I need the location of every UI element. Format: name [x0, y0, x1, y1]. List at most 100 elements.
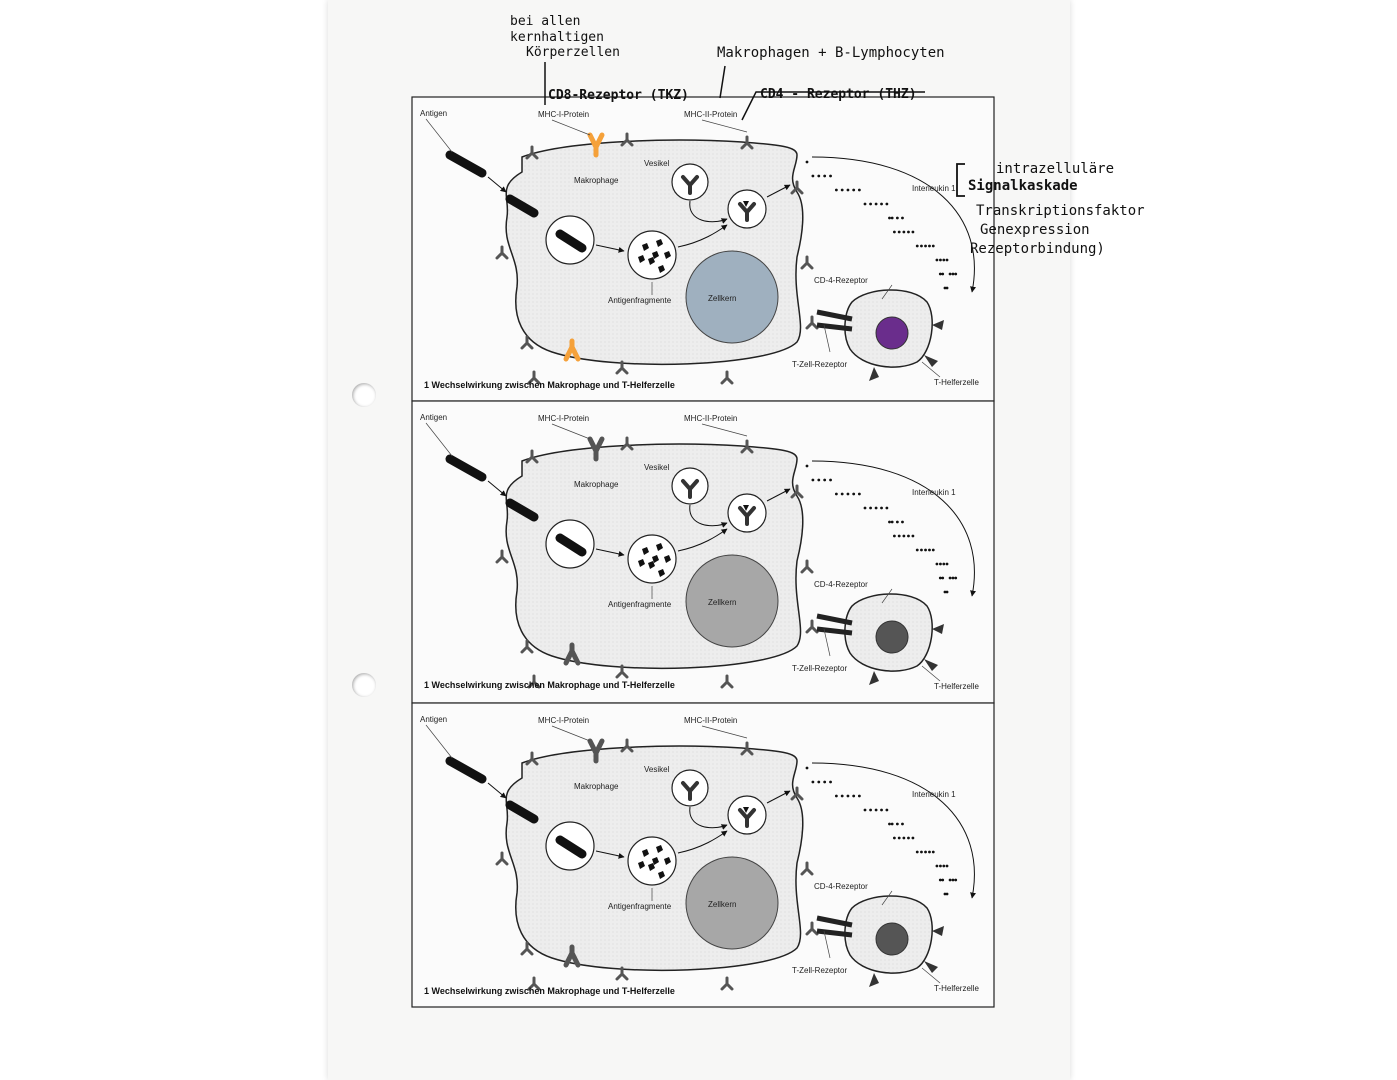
antigen-fragment [656, 543, 663, 551]
interleukin-dot [852, 794, 856, 798]
note-intrazellulaere: intrazelluläre [996, 161, 1114, 177]
label-leaders [425, 422, 941, 682]
mhc1-marker-bottom [563, 944, 581, 968]
antigen-fragment [664, 251, 671, 259]
interleukin-dot [895, 822, 899, 826]
interleukin-dot [817, 780, 821, 784]
note-transkriptionsfaktor: Transkriptionsfaktor [976, 203, 1145, 219]
antigen-rod [445, 150, 487, 178]
interleukin-dot [811, 174, 815, 178]
label-leaders [425, 724, 941, 984]
interleukin-dot [941, 576, 945, 580]
interleukin-dot [942, 864, 946, 868]
label-thelper: T-Helferzelle [934, 682, 979, 691]
interleukin-dot [823, 780, 827, 784]
interleukin-dot [874, 808, 878, 812]
interleukin-dot [938, 878, 942, 882]
interleukin-dot [915, 244, 919, 248]
label-cd4: CD-4-Rezeptor [814, 276, 868, 285]
interleukin-dot [902, 230, 906, 234]
antigen-fragment [642, 547, 649, 555]
receptor-binding [816, 309, 853, 332]
panel-caption: 1 Wechselwirkung zwischen Makrophage und… [424, 380, 675, 390]
interleukin-dot [888, 822, 891, 826]
interleukin-dot [897, 534, 901, 538]
label-nucleus: Zellkern [708, 900, 736, 909]
label-tcell-receptor: T-Zell-Rezeptor [792, 966, 847, 975]
antigen-fragment [638, 255, 645, 263]
antigen-fragment [658, 569, 665, 577]
label-fragments: Antigenfragmente [608, 902, 672, 911]
interleukin-dot [911, 836, 915, 840]
label-thelper: T-Helferzelle [934, 984, 979, 993]
interleukin-dot [948, 878, 952, 882]
antigen-fragment [652, 251, 659, 259]
interleukin-dot [939, 258, 942, 262]
interleukin-dot [890, 216, 894, 220]
interleukin-dot [948, 272, 952, 276]
interleukin-dot [834, 188, 838, 192]
label-cd4: CD-4-Rezeptor [814, 580, 868, 589]
interleukin-dot [880, 808, 883, 812]
interleukin-dot [945, 562, 949, 566]
antigen-fragment [638, 559, 645, 567]
mhc1-marker-bottom [563, 642, 581, 666]
mhc1-marker-bottom [563, 338, 581, 362]
label-mhc1: MHC-I-Protein [538, 716, 589, 725]
antigen-rod [445, 756, 487, 784]
interleukin-dot [931, 850, 935, 854]
label-antigen: Antigen [420, 413, 447, 422]
interleukin-dot [935, 258, 939, 262]
label-mhc2: MHC-II-Protein [684, 414, 737, 423]
interleukin-dot [938, 576, 942, 580]
interleukin-dot [915, 850, 919, 854]
interleukin-dot [935, 864, 939, 868]
interleukin-dot [857, 492, 861, 496]
interleukin-dot [890, 822, 894, 826]
interleukin-dot [915, 548, 919, 552]
interleukin-dot [931, 548, 935, 552]
interleukin-dot [920, 244, 923, 248]
note-bei-allen: bei allen [510, 14, 580, 29]
interleukin-dot [928, 244, 931, 248]
label-tcell-receptor: T-Zell-Rezeptor [792, 360, 847, 369]
punch-hole-top [352, 383, 376, 407]
note-bracket [956, 163, 965, 197]
receptor-binding [816, 915, 853, 938]
interleukin-dot [951, 878, 955, 882]
interleukin-dot [897, 836, 901, 840]
label-mhc2: MHC-II-Protein [684, 716, 737, 725]
interleukin-dot [892, 836, 896, 840]
antigen-fragment [652, 555, 659, 563]
interleukin-dot [941, 272, 945, 276]
antigen-fragment [664, 555, 671, 563]
interleukin-dot [907, 230, 910, 234]
interleukin-dot [924, 850, 927, 854]
interleukin-dot [954, 576, 958, 580]
interleukin-dot [945, 590, 949, 594]
note-koerperzellen: Körperzellen [526, 45, 620, 60]
fragments-vesicle [627, 534, 677, 584]
label-vesicle: Vesikel [644, 159, 670, 168]
label-mhc1: MHC-I-Protein [538, 110, 589, 119]
interleukin-dot [943, 286, 947, 290]
interleukin-dot [890, 520, 894, 524]
interleukin-dot [928, 850, 931, 854]
interleukin-dot [888, 520, 891, 524]
antigen-fragment [664, 857, 671, 865]
interleukin-dot [840, 188, 844, 192]
note-line-macro [719, 65, 726, 99]
punch-hole-bottom [352, 673, 376, 697]
t-helper-nucleus [875, 922, 909, 956]
antigen-fragment [648, 561, 655, 569]
label-fragments: Antigenfragmente [608, 600, 672, 609]
interleukin-dot [895, 520, 899, 524]
interleukin-dot [829, 478, 832, 482]
interleukin-dot [892, 534, 896, 538]
antigen-entering [505, 498, 539, 522]
fragments-vesicle [627, 836, 677, 886]
interleukin-dot [902, 836, 906, 840]
